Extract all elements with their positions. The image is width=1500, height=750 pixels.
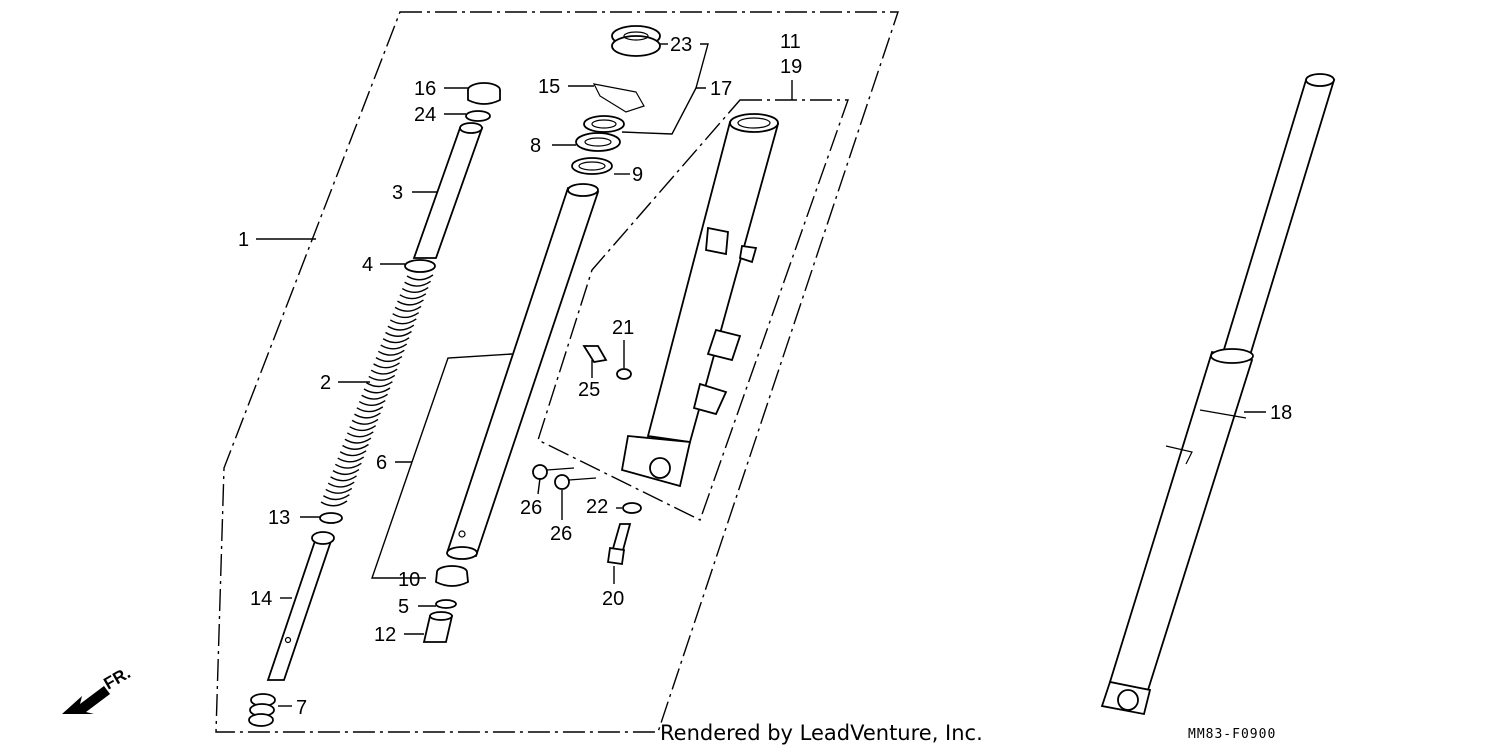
spring-seat-4 bbox=[404, 259, 436, 273]
part-label-9: 9 bbox=[632, 164, 643, 186]
o-ring-5 bbox=[435, 599, 457, 609]
fork-tube-6 bbox=[446, 183, 600, 560]
part-label-22: 22 bbox=[586, 496, 608, 518]
part-label-2: 2 bbox=[320, 372, 331, 394]
bolt-26b bbox=[554, 474, 597, 490]
leader-lines bbox=[256, 43, 1266, 707]
fork-spring-2 bbox=[320, 274, 434, 507]
fork-cap-bolt-16 bbox=[467, 82, 501, 105]
stopper-ring-15 bbox=[592, 83, 645, 113]
o-ring-24 bbox=[465, 110, 491, 122]
part-label-7: 7 bbox=[296, 697, 307, 719]
part-label-24: 24 bbox=[414, 104, 436, 126]
part-label-16: 16 bbox=[414, 78, 436, 100]
slider-subassembly-boundary bbox=[537, 99, 849, 521]
washer-21 bbox=[616, 368, 632, 380]
spacer-3 bbox=[412, 122, 484, 259]
oil-lock-piece-12 bbox=[422, 611, 454, 643]
part-label-10: 10 bbox=[398, 569, 420, 591]
part-label-11: 11 bbox=[780, 31, 801, 53]
back-up-ring-9 bbox=[571, 157, 613, 175]
assembled-fork-18 bbox=[1100, 73, 1336, 716]
part-label-21: 21 bbox=[612, 317, 634, 339]
part-label-17: 17 bbox=[710, 78, 732, 100]
fork-slider bbox=[620, 113, 780, 488]
dust-seal-23 bbox=[611, 25, 661, 57]
damper-rod-14 bbox=[266, 531, 335, 681]
oil-seal-8 bbox=[575, 132, 621, 152]
socket-bolt-20 bbox=[606, 523, 632, 566]
part-label-8: 8 bbox=[530, 135, 541, 157]
diagram-code: MM83-F0900 bbox=[1188, 727, 1276, 742]
oil-seal-17 bbox=[583, 115, 625, 133]
part-label-26a: 26 bbox=[520, 497, 542, 519]
part-label-26b: 26 bbox=[550, 523, 572, 545]
part-label-5: 5 bbox=[398, 596, 409, 618]
part-label-25: 25 bbox=[578, 379, 600, 401]
socket-bolt-25 bbox=[582, 345, 608, 363]
part-label-6: 6 bbox=[376, 452, 387, 474]
part-label-12: 12 bbox=[374, 624, 396, 646]
part-label-20: 20 bbox=[602, 588, 624, 610]
washer-22 bbox=[622, 502, 642, 514]
front-direction-arrow: FR. bbox=[62, 663, 134, 714]
part-label-1: 1 bbox=[238, 229, 249, 251]
render-credit: Rendered by LeadVenture, Inc. bbox=[660, 721, 983, 745]
assembly-boundary bbox=[215, 11, 899, 733]
rebound-spring-7 bbox=[248, 693, 276, 727]
part-label-15: 15 bbox=[538, 76, 560, 98]
part-label-23: 23 bbox=[670, 34, 692, 56]
part-label-4: 4 bbox=[362, 254, 373, 276]
slide-bushing-10 bbox=[435, 565, 469, 587]
piston-ring-13 bbox=[319, 512, 343, 524]
part-labels: 1 2 3 4 5 6 7 8 9 10 11 12 13 14 15 16 1… bbox=[238, 31, 1292, 719]
part-label-3: 3 bbox=[392, 182, 403, 204]
part-label-19: 19 bbox=[780, 56, 802, 78]
part-label-13: 13 bbox=[268, 507, 290, 529]
part-label-18: 18 bbox=[1270, 402, 1292, 424]
part-label-14: 14 bbox=[250, 588, 272, 610]
